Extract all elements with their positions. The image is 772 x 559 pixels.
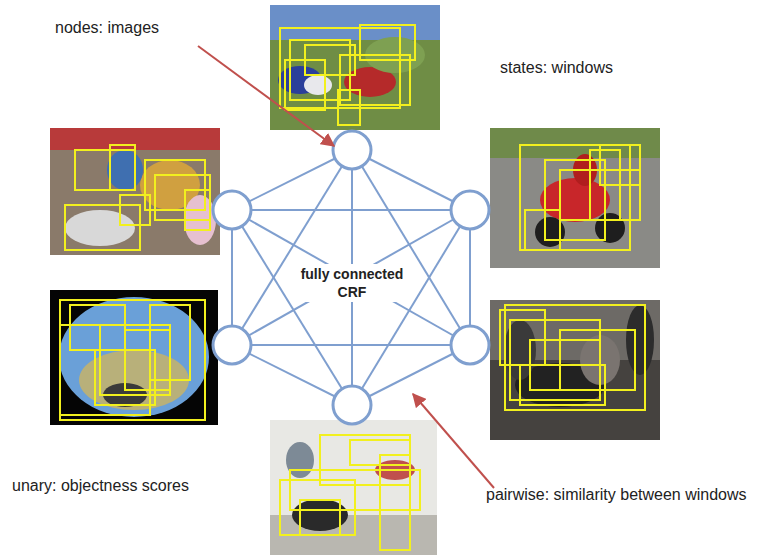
photo bbox=[50, 290, 218, 425]
annotation: pairwise: similarity between windows bbox=[486, 485, 747, 506]
candidate-window bbox=[300, 500, 340, 535]
photo-object bbox=[626, 305, 654, 375]
photo-background bbox=[270, 420, 437, 515]
candidate-window bbox=[340, 55, 410, 105]
photo-object bbox=[59, 297, 209, 417]
candidate-window bbox=[155, 175, 210, 220]
photo-object bbox=[107, 150, 143, 190]
photo bbox=[270, 5, 440, 130]
candidate-window bbox=[545, 160, 605, 240]
annotation: nodes: images bbox=[55, 18, 159, 39]
candidate-window bbox=[185, 190, 210, 230]
annotation: unary: objectness scores bbox=[12, 476, 189, 497]
candidate-window bbox=[60, 325, 150, 415]
candidate-window bbox=[75, 150, 135, 190]
candidate-window bbox=[380, 455, 410, 550]
crf-node bbox=[333, 131, 371, 169]
crf-edge bbox=[232, 210, 470, 345]
crf-edge bbox=[232, 344, 470, 346]
crf-node bbox=[333, 386, 371, 424]
graph-title: fully connected CRF bbox=[293, 264, 411, 302]
photo bbox=[270, 420, 437, 555]
candidate-window bbox=[280, 480, 355, 535]
crf-node bbox=[451, 326, 489, 364]
candidate-window bbox=[520, 365, 605, 405]
candidate-window bbox=[100, 325, 170, 395]
crf-node bbox=[213, 191, 251, 229]
candidate-window bbox=[285, 60, 325, 110]
candidate-window bbox=[560, 330, 635, 390]
candidate-window bbox=[65, 205, 140, 250]
crf-edge bbox=[232, 210, 352, 405]
candidate-window bbox=[320, 435, 410, 485]
photo bbox=[490, 128, 660, 268]
candidate-window bbox=[290, 470, 420, 510]
crf-edge bbox=[232, 210, 470, 345]
candidate-window bbox=[338, 90, 360, 125]
candidate-window bbox=[520, 145, 630, 250]
candidate-window bbox=[110, 145, 135, 190]
candidate-window bbox=[600, 145, 640, 185]
candidate-window bbox=[505, 305, 645, 410]
candidate-window bbox=[510, 320, 600, 400]
crf-node bbox=[213, 326, 251, 364]
photo-group bbox=[50, 5, 660, 555]
crf-edge bbox=[352, 150, 470, 345]
annotation: states: windows bbox=[500, 58, 613, 79]
crf-edge bbox=[232, 209, 470, 211]
pointer-arrow bbox=[413, 394, 494, 488]
photo-background bbox=[50, 290, 218, 425]
candidate-window bbox=[360, 25, 415, 60]
candidate-window bbox=[60, 300, 205, 420]
crf-edge bbox=[352, 210, 470, 405]
crf-edge bbox=[232, 150, 352, 345]
pointer-arrow bbox=[198, 46, 334, 146]
candidate-window bbox=[125, 330, 170, 390]
candidate-window bbox=[525, 210, 560, 250]
photo-object bbox=[65, 210, 135, 246]
photo bbox=[490, 300, 660, 440]
photo-object bbox=[304, 75, 332, 95]
candidate-window bbox=[500, 310, 545, 365]
crf-node bbox=[451, 191, 489, 229]
photo bbox=[50, 128, 220, 255]
candidate-window bbox=[70, 305, 125, 350]
photo-background bbox=[490, 128, 660, 158]
candidate-window bbox=[120, 195, 150, 225]
